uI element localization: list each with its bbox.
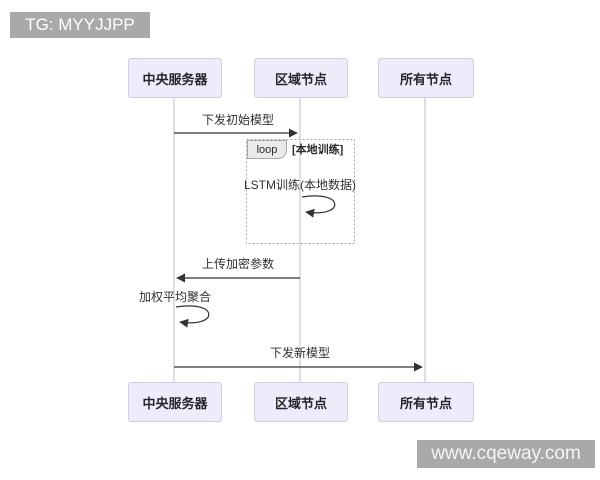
self-loop-weighted-aggregation (175, 305, 210, 328)
telegram-watermark-badge: TG: MYYJJPP (10, 12, 150, 38)
actor-top-all-nodes: 所有节点 (378, 58, 474, 98)
loop-keyword-label: loop (247, 140, 287, 159)
actor-top-regional-node: 区域节点 (254, 58, 348, 98)
message-label-lstm-training: LSTM训练(本地数据) (244, 178, 356, 192)
message-label-upload-encrypted-params: 上传加密参数 (201, 257, 275, 271)
self-loop-lstm-training (301, 195, 336, 218)
message-label-weighted-aggregation: 加权平均聚合 (138, 290, 212, 304)
loop-fragment-frame (246, 139, 355, 244)
message-label-send-new-model: 下发新模型 (269, 346, 331, 360)
loop-condition-label: [本地训练] (292, 144, 344, 156)
actor-bottom-central-server: 中央服务器 (128, 382, 222, 422)
website-watermark-badge: www.cqeway.com (417, 440, 595, 468)
actor-bottom-all-nodes: 所有节点 (378, 382, 474, 422)
message-label-send-initial-model: 下发初始模型 (201, 113, 275, 127)
actor-top-central-server: 中央服务器 (128, 58, 222, 98)
actor-bottom-regional-node: 区域节点 (254, 382, 348, 422)
